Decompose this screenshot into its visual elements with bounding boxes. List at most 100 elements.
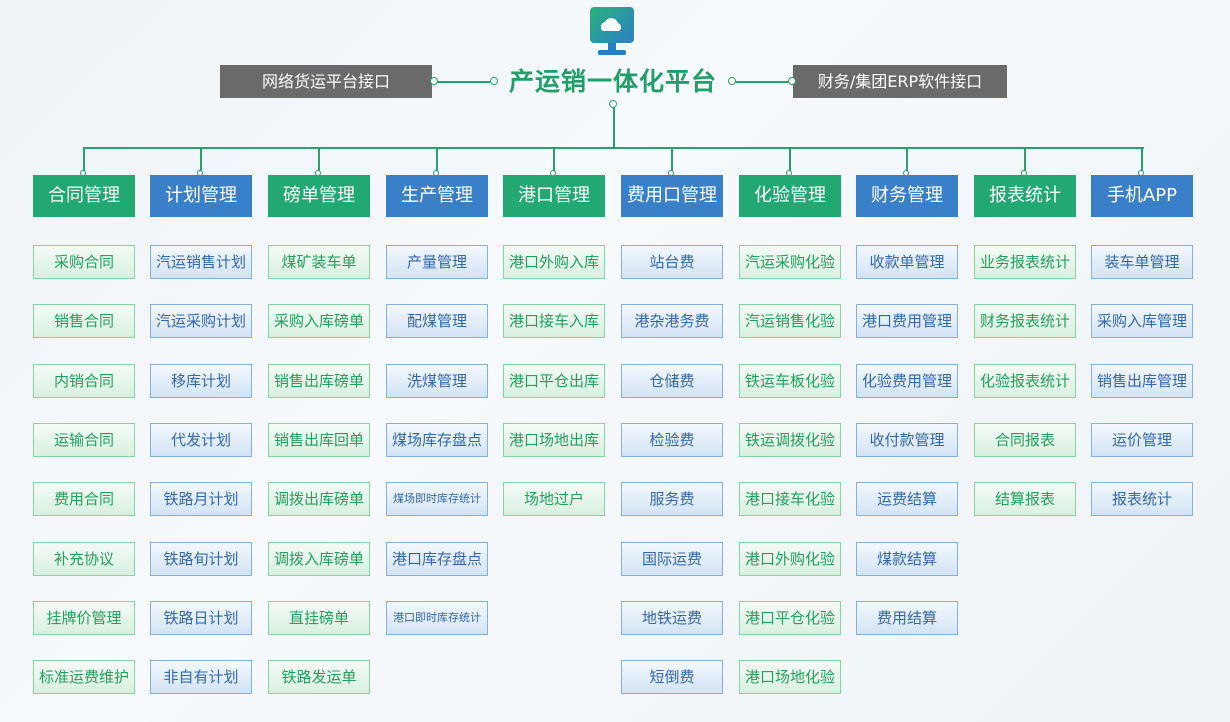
module-item[interactable]: 港口外购入库	[503, 245, 605, 279]
module-header[interactable]: 合同管理	[33, 175, 135, 217]
module-item[interactable]: 铁运车板化验	[739, 363, 841, 398]
module-item[interactable]: 场地过户	[503, 482, 605, 517]
erp-interface: 财务/集团ERP软件接口	[793, 65, 1007, 98]
module-item[interactable]: 调拨入库磅单	[268, 541, 370, 576]
module-item[interactable]: 直挂磅单	[268, 600, 370, 635]
module-item[interactable]: 汽运销售化验	[739, 304, 841, 339]
module-item[interactable]: 费用合同	[33, 482, 135, 517]
module-item[interactable]: 港口平仓出库	[503, 363, 605, 398]
module-item[interactable]: 煤矿装车单	[268, 245, 370, 279]
module-header[interactable]: 费用口管理	[621, 175, 723, 217]
platform-title: 产运销一体化平台	[508, 67, 717, 96]
connector-branch	[553, 147, 555, 175]
module-item[interactable]: 运输合同	[33, 422, 135, 457]
connector-branch	[1024, 147, 1026, 175]
module-item[interactable]: 收付款管理	[856, 422, 958, 457]
cloud-monitor-icon	[588, 5, 638, 57]
module-item[interactable]: 汽运销售计划	[150, 245, 252, 279]
module-item[interactable]: 国际运费	[621, 541, 723, 576]
module-item[interactable]: 装车单管理	[1091, 245, 1193, 279]
module-header[interactable]: 港口管理	[503, 175, 605, 217]
module-item[interactable]: 配煤管理	[386, 304, 488, 339]
connector-dot	[490, 77, 498, 85]
module-item[interactable]: 港口外购化验	[739, 541, 841, 576]
module-item[interactable]: 销售出库管理	[1091, 363, 1193, 398]
connector-dot	[728, 77, 736, 85]
module-item[interactable]: 港口接车化验	[739, 482, 841, 517]
module-item[interactable]: 运价管理	[1091, 422, 1193, 457]
module-item[interactable]: 非自有计划	[150, 660, 252, 695]
module-item[interactable]: 收款单管理	[856, 245, 958, 279]
module-item[interactable]: 铁路月计划	[150, 482, 252, 517]
connector-bus	[84, 147, 1144, 149]
connector-trunk	[613, 104, 615, 148]
module-item[interactable]: 港口即时库存统计	[386, 600, 488, 635]
module-item[interactable]: 挂牌价管理	[33, 600, 135, 635]
connector-branch	[906, 147, 908, 175]
module-item[interactable]: 地铁运费	[621, 600, 723, 635]
module-header[interactable]: 生产管理	[386, 175, 488, 217]
connector-branch	[83, 147, 85, 175]
module-item[interactable]: 港口费用管理	[856, 304, 958, 339]
module-item[interactable]: 销售出库回单	[268, 422, 370, 457]
module-item[interactable]: 采购入库磅单	[268, 304, 370, 339]
module-item[interactable]: 内销合同	[33, 363, 135, 398]
module-item[interactable]: 运费结算	[856, 482, 958, 517]
module-item[interactable]: 铁路旬计划	[150, 541, 252, 576]
module-header[interactable]: 财务管理	[856, 175, 958, 217]
module-item[interactable]: 煤场库存盘点	[386, 422, 488, 457]
module-item[interactable]: 港口接车入库	[503, 304, 605, 339]
module-item[interactable]: 移库计划	[150, 363, 252, 398]
connector-dot	[430, 77, 438, 85]
connector-dot	[788, 77, 796, 85]
module-header[interactable]: 化验管理	[739, 175, 841, 217]
module-header[interactable]: 磅单管理	[268, 175, 370, 217]
module-item[interactable]: 铁路日计划	[150, 600, 252, 635]
module-item[interactable]: 港口场地化验	[739, 660, 841, 695]
module-item[interactable]: 检验费	[621, 422, 723, 457]
module-item[interactable]: 服务费	[621, 482, 723, 517]
module-item[interactable]: 结算报表	[974, 482, 1076, 517]
module-item[interactable]: 化验报表统计	[974, 363, 1076, 398]
module-item[interactable]: 港杂港务费	[621, 304, 723, 339]
module-item[interactable]: 煤场即时库存统计	[386, 482, 488, 517]
module-item[interactable]: 短倒费	[621, 660, 723, 695]
module-item[interactable]: 标准运费维护	[33, 660, 135, 695]
module-item[interactable]: 销售出库磅单	[268, 363, 370, 398]
module-item[interactable]: 汽运采购计划	[150, 304, 252, 339]
module-item[interactable]: 铁路发运单	[268, 660, 370, 695]
connector-right	[732, 81, 792, 83]
connector-left	[435, 81, 495, 83]
module-header[interactable]: 报表统计	[974, 175, 1076, 217]
module-item[interactable]: 产量管理	[386, 245, 488, 279]
module-item[interactable]: 港口场地出库	[503, 422, 605, 457]
module-item[interactable]: 采购入库管理	[1091, 304, 1193, 339]
connector-dot	[609, 100, 617, 108]
module-item[interactable]: 代发计划	[150, 422, 252, 457]
module-item[interactable]: 站台费	[621, 245, 723, 279]
module-item[interactable]: 煤款结算	[856, 541, 958, 576]
module-item[interactable]: 采购合同	[33, 245, 135, 279]
module-item[interactable]: 港口平仓化验	[739, 600, 841, 635]
connector-branch	[318, 147, 320, 175]
module-item[interactable]: 业务报表统计	[974, 245, 1076, 279]
connector-branch	[200, 147, 202, 175]
module-item[interactable]: 费用结算	[856, 600, 958, 635]
module-item[interactable]: 铁运调拨化验	[739, 422, 841, 457]
module-item[interactable]: 财务报表统计	[974, 304, 1076, 339]
module-item[interactable]: 报表统计	[1091, 482, 1193, 517]
connector-branch	[1141, 147, 1143, 175]
module-item[interactable]: 补充协议	[33, 541, 135, 576]
module-item[interactable]: 仓储费	[621, 363, 723, 398]
module-item[interactable]: 合同报表	[974, 422, 1076, 457]
module-item[interactable]: 调拨出库磅单	[268, 482, 370, 517]
module-item[interactable]: 销售合同	[33, 304, 135, 339]
module-header[interactable]: 计划管理	[150, 175, 252, 217]
module-item[interactable]: 汽运采购化验	[739, 245, 841, 279]
connector-branch	[436, 147, 438, 175]
module-item[interactable]: 洗煤管理	[386, 363, 488, 398]
module-item[interactable]: 化验费用管理	[856, 363, 958, 398]
module-header[interactable]: 手机APP	[1091, 175, 1193, 217]
module-item[interactable]: 港口库存盘点	[386, 541, 488, 576]
connector-branch	[671, 147, 673, 175]
